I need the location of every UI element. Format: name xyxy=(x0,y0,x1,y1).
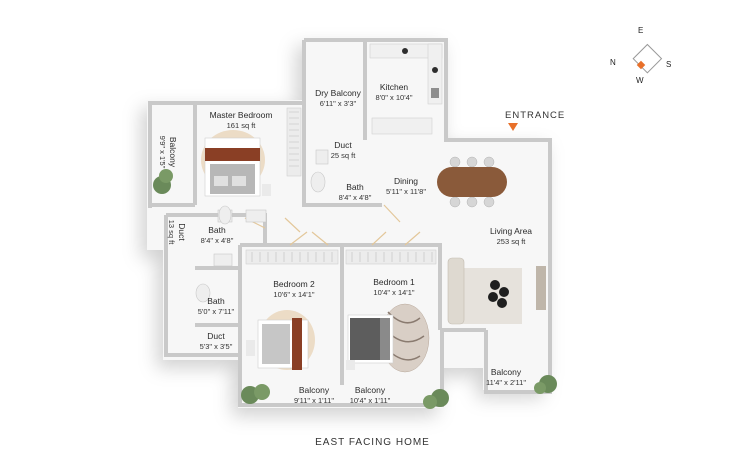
room-name: Balcony xyxy=(168,136,178,168)
wardrobe-lines xyxy=(251,111,433,262)
compass-icon xyxy=(632,43,663,74)
room-name: Dining xyxy=(393,176,419,186)
room-size: 10'4" x 14'1" xyxy=(373,287,415,297)
room-kitchen: Kitchen 8'0" x 10'4" xyxy=(366,82,422,102)
room-size: 9'11" x 1'11" xyxy=(293,395,335,405)
room-name: Kitchen xyxy=(379,82,409,92)
room-size: 8'4" x 4'8" xyxy=(200,235,234,245)
room-size: 253 sq ft xyxy=(496,236,526,246)
room-size: 8'0" x 10'4" xyxy=(375,92,413,102)
room-name: Duct xyxy=(177,223,187,241)
room-size: 8'4" x 4'8" xyxy=(338,192,372,202)
room-name: Duct xyxy=(207,331,225,341)
room-balcony-b1: Balcony 10'4" x 1'11" xyxy=(345,385,395,405)
bath-fixtures xyxy=(195,149,329,303)
bedroom2-bed xyxy=(246,310,315,370)
room-living: Living Area 253 sq ft xyxy=(482,226,540,246)
room-name: Balcony xyxy=(490,367,522,377)
room-bath-center: Bath 8'4" x 4'8" xyxy=(330,182,380,202)
room-name: Bedroom 1 xyxy=(373,277,415,287)
room-size: 5'3" x 3'5" xyxy=(199,341,233,351)
entrance-arrow xyxy=(508,123,518,131)
room-size: 11'4" x 2'11" xyxy=(485,377,527,387)
room-size: 13 sq ft xyxy=(167,219,177,245)
room-balcony-b2: Balcony 9'11" x 1'11" xyxy=(290,385,338,405)
room-size: 9'9" x 1'5" xyxy=(158,135,168,169)
room-size: 5'11" x 11'8" xyxy=(385,186,427,196)
room-name: Bath xyxy=(207,296,225,306)
room-size: 25 sq ft xyxy=(330,150,356,160)
room-master-bedroom: Master Bedroom 161 sq ft xyxy=(198,110,284,130)
room-name: Dry Balcony xyxy=(315,88,361,98)
room-name: Living Area xyxy=(489,226,533,236)
room-name: Bath xyxy=(346,182,364,192)
compass: N E S W xyxy=(610,26,672,94)
compass-w: W xyxy=(636,76,644,85)
room-name: Bedroom 2 xyxy=(273,279,315,289)
room-duct-top: Duct 25 sq ft xyxy=(318,140,368,160)
room-duct-left: Duct 13 sq ft xyxy=(167,210,187,254)
room-size: 10'6" x 14'1" xyxy=(273,289,315,299)
compass-n: N xyxy=(610,58,616,67)
kitchen-counter xyxy=(369,43,443,135)
room-dining: Dining 5'11" x 11'8" xyxy=(380,176,432,196)
entrance-label: ENTRANCE xyxy=(505,110,566,121)
room-bath-lower: Bath 5'0" x 7'11" xyxy=(194,296,238,316)
room-bedroom1: Bedroom 1 10'4" x 14'1" xyxy=(366,277,422,297)
room-duct-lower: Duct 5'3" x 3'5" xyxy=(194,331,238,351)
room-bedroom2: Bedroom 2 10'6" x 14'1" xyxy=(266,279,322,299)
living-furniture xyxy=(447,257,546,325)
room-bath-master: Bath 8'4" x 4'8" xyxy=(192,225,242,245)
bedroom1-bed xyxy=(346,303,430,373)
master-bed xyxy=(201,130,271,197)
dining-table xyxy=(437,156,507,208)
room-name: Bath xyxy=(208,225,226,235)
plants xyxy=(153,169,557,409)
room-name: Master Bedroom xyxy=(209,110,273,120)
room-balcony-living: Balcony 11'4" x 2'11" xyxy=(482,367,530,387)
room-dry-balcony: Dry Balcony 6'11" x 3'3" xyxy=(300,88,376,108)
room-name: Balcony xyxy=(354,385,386,395)
room-size: 6'11" x 3'3" xyxy=(319,98,357,108)
compass-e: E xyxy=(638,26,644,35)
room-name: Balcony xyxy=(298,385,330,395)
room-size: 161 sq ft xyxy=(226,120,256,130)
room-size: 5'0" x 7'11" xyxy=(197,306,235,316)
facing-caption: EAST FACING HOME xyxy=(315,437,430,448)
compass-s: S xyxy=(666,60,672,69)
room-name: Duct xyxy=(334,140,352,150)
room-size: 10'4" x 1'11" xyxy=(349,395,391,405)
walls xyxy=(148,38,552,407)
room-balcony-master: Balcony 9'9" x 1'5" xyxy=(158,124,178,180)
